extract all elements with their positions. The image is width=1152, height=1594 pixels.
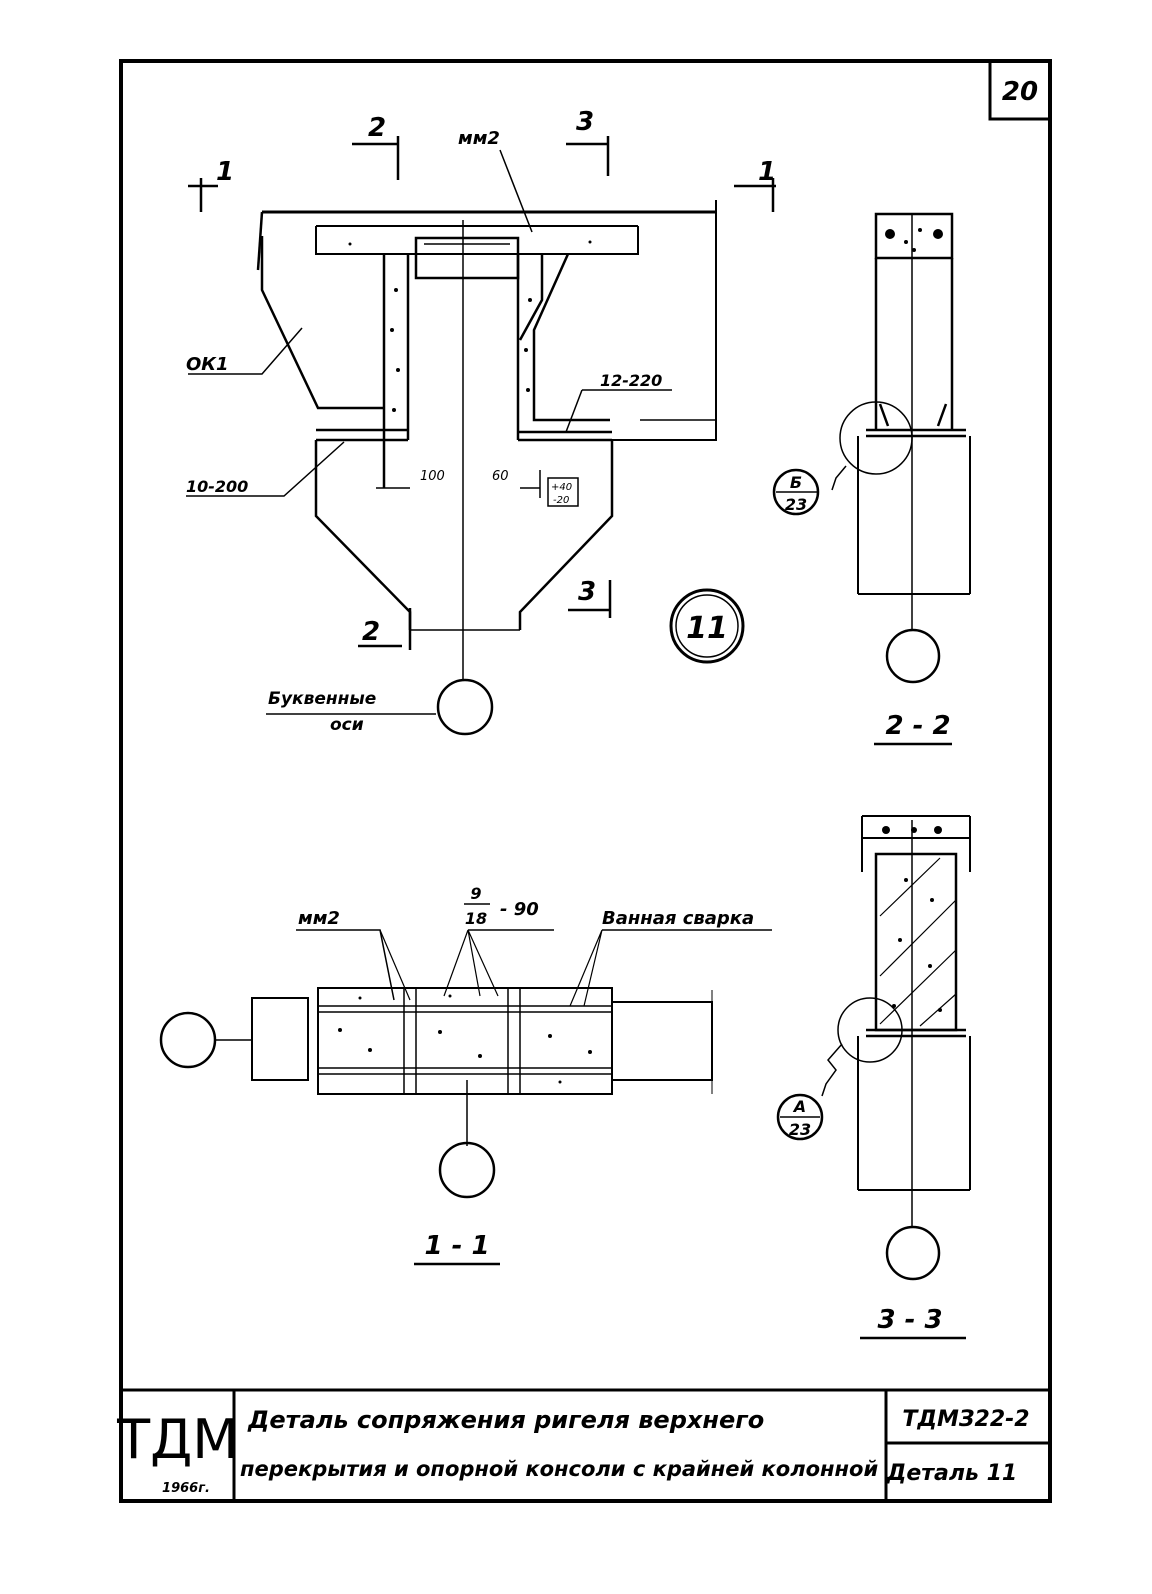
leader-rebar <box>443 929 499 997</box>
label-weld: Ванная сварка <box>602 908 754 929</box>
tolerance-plus: +40 <box>551 482 572 493</box>
title-line-2: перекрытия и опорной консоли с крайней к… <box>240 1457 878 1481</box>
leader-10-200 <box>186 441 345 497</box>
callout-b-bottom: 23 <box>785 495 807 514</box>
cut-label-1-right: 1 <box>758 157 776 187</box>
leader-ok1 <box>188 327 303 375</box>
cut-mark-1-left <box>188 178 218 212</box>
fraction-top: 9 <box>470 884 481 903</box>
label-mm2-section: мм2 <box>298 908 340 929</box>
cut-label-3-top: 3 <box>576 107 594 137</box>
callout-a-top: А <box>792 1097 806 1116</box>
label-10-200: 10-200 <box>186 477 248 496</box>
cut-mark-3-top <box>566 136 610 176</box>
axis-bubble-2-2 <box>885 628 941 684</box>
axis-bubble-1-1-bottom <box>438 1141 496 1199</box>
crossbar-plate <box>315 226 639 255</box>
dim-60: 60 <box>492 469 509 484</box>
plate-10-200 <box>316 428 408 442</box>
year: 1966г. <box>162 1481 210 1496</box>
cut-mark-2-bottom <box>358 608 412 650</box>
section-3-3-title: 3 - 3 <box>877 1305 942 1335</box>
callout-a-circle <box>776 1093 824 1141</box>
label-mm2-plan: мм2 <box>458 128 500 149</box>
title-block-text: ТДМ 1966г. Деталь сопряжения ригеля верх… <box>116 1406 1029 1496</box>
cut-mark-1-right <box>734 178 776 212</box>
plate-section-2-2 <box>866 428 966 438</box>
detail-circle-inner <box>675 594 739 658</box>
plan-labels: 1 1 2 3 2 3 мм2 ОК1 12-220 10-200 100 60… <box>186 107 776 735</box>
section-2-2-title: 2 - 2 <box>885 711 950 741</box>
axis-bubble-plan <box>436 678 494 736</box>
detail-a-ring <box>837 997 903 1063</box>
detail-circle-outer <box>669 588 745 664</box>
cut-label-3-bottom: 3 <box>578 577 596 607</box>
crossbar-web-right <box>516 254 544 440</box>
column-section-2-2 <box>857 436 971 595</box>
cut-mark-3-bottom <box>568 580 612 618</box>
fraction-bottom: 18 <box>465 909 487 928</box>
console-right-outline <box>532 253 610 422</box>
drawing-code: ТДМЗ22-2 <box>902 1407 1029 1432</box>
callout-b-top: Б <box>790 473 802 492</box>
tolerance-minus: -20 <box>553 495 569 506</box>
crossbar-end-right <box>612 1001 713 1081</box>
column-right-edge <box>610 200 717 441</box>
fraction-suffix: - 90 <box>500 899 539 920</box>
label-ok1: ОК1 <box>186 354 229 375</box>
detail-label: Деталь 11 <box>886 1461 1017 1486</box>
section-1-1-title: 1 - 1 <box>424 1231 489 1261</box>
embedded-part-mm2 <box>414 236 520 280</box>
column-section-3-3 <box>857 1036 971 1191</box>
plan-view <box>186 136 776 736</box>
page-number: 20 <box>1002 77 1038 107</box>
dim-100: 100 <box>420 469 445 484</box>
axis-note-line1: Буквенные <box>268 689 376 709</box>
leader-mm2-section <box>296 929 395 1001</box>
support-console <box>314 440 614 630</box>
tolerance-box <box>547 477 579 507</box>
leader-weld <box>569 929 603 1007</box>
section-1-1 <box>159 929 772 1266</box>
joint-body <box>317 987 613 1095</box>
axis-bubble-1-1-left <box>159 1011 217 1069</box>
section-2-2-labels: Б 23 2 - 2 <box>785 473 951 741</box>
tdm-logo: ТДМ <box>116 1408 239 1471</box>
callout-a-bottom: 23 <box>789 1120 811 1139</box>
title-line-1: Деталь сопряжения ригеля верхнего <box>247 1406 764 1434</box>
crossbar-end-left <box>251 997 309 1081</box>
crossbar-web-left <box>382 254 410 488</box>
label-12-220: 12-220 <box>600 371 662 390</box>
section-2-2 <box>772 212 971 746</box>
concrete-hatch <box>348 240 592 412</box>
axis-note-line2: оси <box>330 715 364 735</box>
section-3-3-labels: А 23 3 - 3 <box>789 1097 943 1335</box>
page-number-box: 20 <box>988 61 1050 121</box>
console-left-outline <box>260 236 384 410</box>
detail-b-ring <box>839 401 913 475</box>
cut-label-1-left: 1 <box>216 157 234 187</box>
axis-bubble-3-3 <box>885 1225 941 1281</box>
title-block <box>121 1388 1050 1501</box>
sheet-border <box>119 59 1052 1503</box>
section-3-3 <box>776 815 971 1340</box>
plate-section-3-3 <box>866 1028 966 1038</box>
plate-12-220 <box>518 430 612 442</box>
cut-label-2-bottom: 2 <box>362 617 380 647</box>
detail-number: 11 <box>686 611 728 646</box>
cut-label-2-top: 2 <box>368 113 386 143</box>
slab-section-2-2 <box>874 212 954 260</box>
cut-mark-2-top <box>352 136 400 180</box>
section-1-1-labels: мм2 9 18 - 90 Ванная сварка 1 - 1 <box>298 884 754 1261</box>
